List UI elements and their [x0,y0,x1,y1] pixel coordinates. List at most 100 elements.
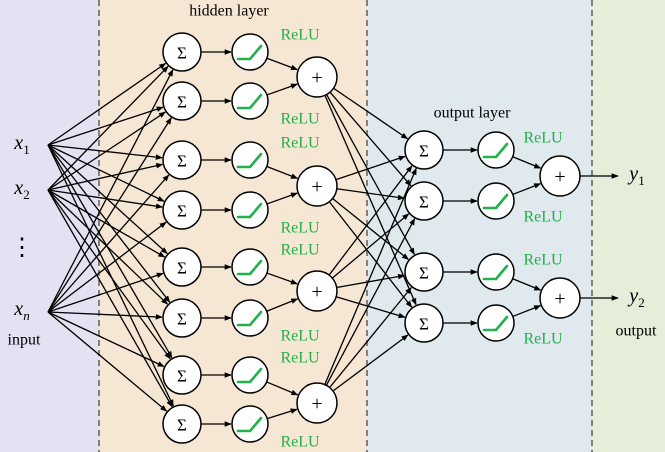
sum-symbol: Σ [177,367,187,386]
edge-input-to-hidden [47,69,174,313]
variable-base: x [13,177,23,199]
edge-hidden-to-output [329,91,412,187]
sum-symbol: Σ [177,152,187,171]
edge-hidden-to-output [328,201,413,308]
edge-hidden-to-output [326,94,415,256]
sum-symbol: Σ [177,93,187,112]
edge-input-to-hidden [47,65,169,191]
hidden-relu-node [231,299,269,337]
output-y1-label: y1 [627,163,644,188]
hidden-plus-node [296,382,338,424]
edge-relu-to-plus [266,272,298,285]
hidden-relu-node [231,191,269,229]
edge-input-to-hidden [47,62,167,146]
edge-input-to-hidden [47,111,166,191]
relu-label: ReLU [280,328,320,345]
edge-hidden-to-output [325,218,416,386]
output-y2-label: y2 [627,285,644,310]
hidden-sum-node [162,190,202,230]
edge-hidden-to-output [333,87,409,140]
input-x1-label: x1 [13,132,29,157]
sum-symbol: Σ [177,416,187,435]
edge-hidden-to-output [331,213,410,279]
relu-curve-icon [482,264,509,281]
hidden-relu-node [231,33,269,71]
sum-symbol: Σ [419,315,429,334]
input-xn-label: xn [13,298,29,323]
edge-hidden-to-output [324,167,417,385]
edge-output-relu-to-plus [512,305,542,318]
output-plus-node [539,277,581,319]
relu-label: ReLU [523,130,563,147]
edge-input-to-hidden [47,144,171,303]
edge-relu-to-plus [266,381,299,396]
sum-symbol: Σ [177,202,187,221]
edge-input-to-hidden [47,189,171,360]
output-sum-node [404,181,444,221]
hidden-sum-node [162,81,202,121]
edge-hidden-to-output [336,188,405,201]
edge-input-to-hidden [47,106,164,146]
sum-symbol: Σ [177,259,187,278]
edge-input-to-hidden [47,311,163,320]
relu-curve-icon [482,315,509,332]
relu-curve-icon [482,193,509,210]
hidden-layer-title: hidden layer [189,3,269,20]
plus-symbol: + [311,281,322,303]
relu-label: ReLU [523,209,563,226]
edge-input-to-hidden [47,311,165,368]
plus-symbol: + [554,288,565,310]
edge-output-relu-to-plus [512,278,542,291]
input-label: input [8,332,41,349]
edge-input-to-hidden [47,189,173,408]
plus-symbol: + [311,67,322,89]
edge-relu-to-plus [266,165,299,180]
hidden-relu-node [231,356,269,394]
relu-curve-icon [236,416,263,433]
edge-input-to-hidden [47,221,167,313]
edge-hidden-to-output [332,198,409,260]
variable-subscript: 1 [638,173,645,188]
hidden-sum-node [162,140,202,180]
hidden-plus-node [296,165,338,207]
output-label: output [616,323,657,340]
edge-relu-to-plus [266,83,298,96]
edge-input-to-hidden [47,117,172,313]
input-x2-label: x2 [13,177,29,202]
edge-hidden-to-output [324,95,417,306]
hidden-sum-node [162,355,202,395]
output-relu-node [477,131,515,169]
edge-hidden-to-output [335,155,406,181]
variable-base: y [627,285,638,307]
hidden-relu-node [231,405,269,443]
hidden-sum-node [162,298,202,338]
edge-input-to-hidden [47,272,164,313]
sum-symbol: Σ [419,142,429,161]
relu-curve-icon [236,44,263,61]
relu-label: ReLU [523,252,563,269]
output-relu-node [477,253,515,291]
edge-input-to-hidden [47,189,169,305]
output-layer-panel [367,0,592,452]
edge-input-to-hidden [47,174,170,313]
edge-hidden-to-output [328,165,413,276]
hidden-relu-node [231,248,269,286]
relu-label: ReLU [280,111,320,128]
edge-relu-to-plus [266,192,298,205]
relu-curve-icon [236,259,263,276]
plus-symbol: + [311,393,322,415]
plus-symbol: + [311,176,322,198]
sum-symbol: Σ [177,310,187,329]
hidden-relu-node [231,141,269,179]
edge-hidden-to-output [332,334,409,392]
edge-input-to-hidden [47,189,166,258]
relu-curve-icon [236,202,263,219]
edge-hidden-to-output [329,286,412,388]
relu-curve-icon [236,367,263,384]
relu-label: ReLU [280,135,320,152]
edge-relu-to-plus [266,57,298,71]
hidden-plus-node [296,56,338,98]
plus-symbol: + [554,166,565,188]
